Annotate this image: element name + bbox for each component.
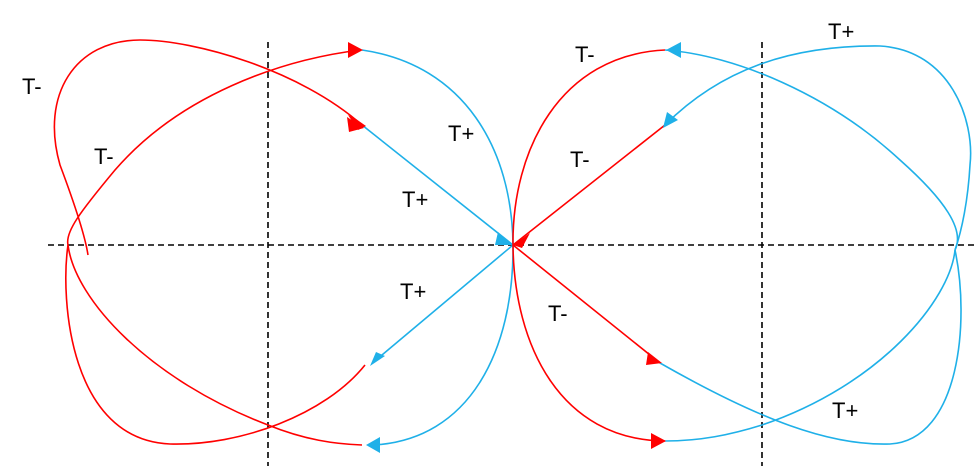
- right-blue-inner-lower: [659, 249, 962, 445]
- arrow-red-left-diagonal-head: [347, 117, 364, 132]
- label-right-top-blue: T+: [828, 19, 854, 44]
- left-outer-red-lower: [67, 244, 363, 446]
- right-blue-inner-upper: [664, 45, 972, 251]
- arrow-red-top-left: [348, 42, 363, 58]
- label-right-top: T-: [575, 42, 595, 67]
- right-red-upper: [512, 49, 666, 246]
- label-left-blue-upper: T+: [448, 121, 474, 146]
- arrow-blue-right-upper: [663, 112, 678, 128]
- left-outer-red-upper: [53, 39, 363, 256]
- arrow-red-center: [513, 233, 530, 248]
- left-inner-red-upper: [66, 49, 361, 246]
- label-top-left-outer: T-: [22, 74, 42, 99]
- label-center-upper: T+: [402, 187, 428, 212]
- left-blue-arc: [361, 49, 514, 446]
- right-blue-outer-upper: [664, 49, 959, 251]
- right-red-diagonal-upper: [512, 124, 666, 246]
- arrow-red-left-diagonal: [348, 115, 366, 130]
- label-right-lower: T-: [548, 301, 568, 326]
- label-left-inner: T-: [94, 144, 114, 169]
- arrow-blue-top-right: [666, 42, 681, 58]
- right-red-diagonal-lower: [512, 244, 661, 364]
- left-inner-red-lower: [65, 244, 366, 445]
- right-blue-outer-lower: [664, 249, 956, 442]
- label-right-bottom-blue: T+: [832, 398, 858, 423]
- right-red-lower: [512, 244, 666, 442]
- arrow-blue-bottom-left: [366, 437, 380, 453]
- label-right-inner: T-: [570, 147, 590, 172]
- arrow-blue-left-upper: [495, 232, 512, 245]
- left-blue-diagonal: [375, 244, 514, 361]
- arrow-red-bottom-right: [651, 433, 666, 449]
- arrow-red-right-lower: [646, 352, 662, 365]
- arrow-blue-left-lower: [370, 352, 385, 366]
- left-red-diagonal: [361, 124, 514, 246]
- label-center-lower: T+: [400, 279, 426, 304]
